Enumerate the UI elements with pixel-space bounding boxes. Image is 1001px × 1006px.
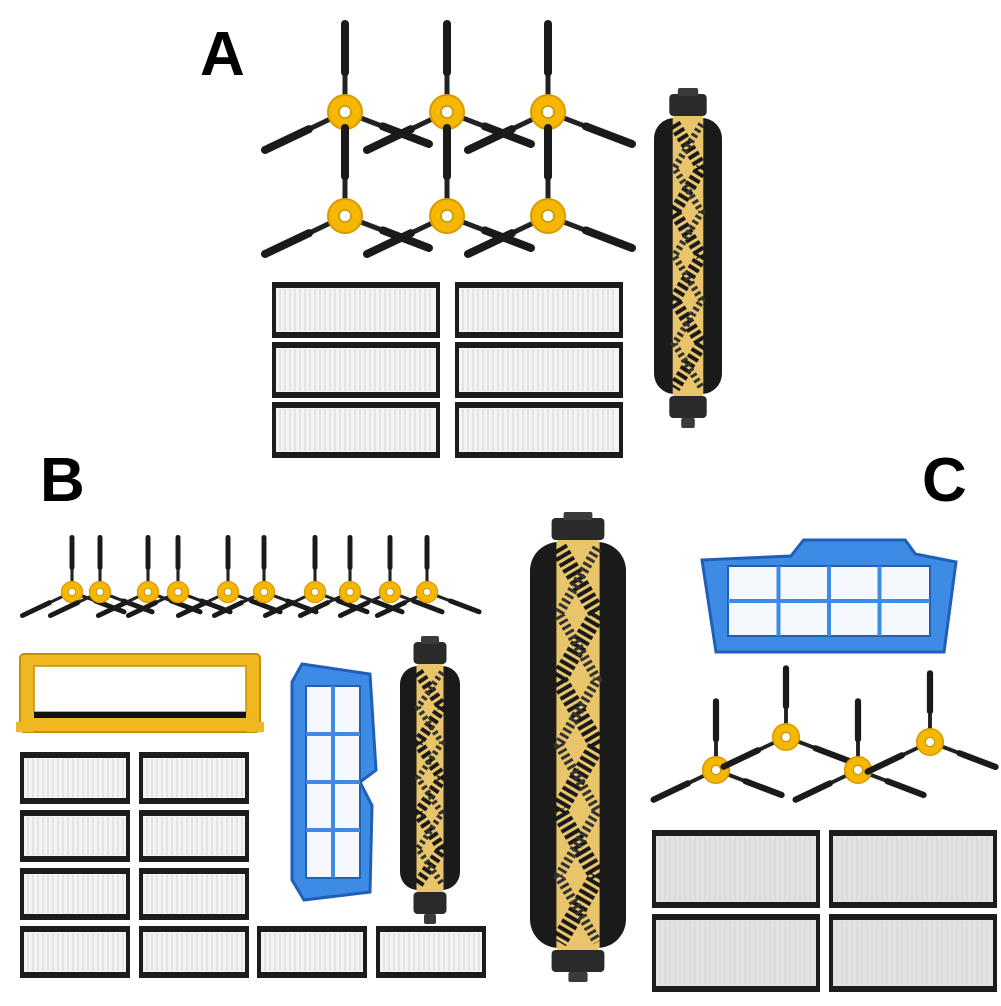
kit-a-side-brush [464, 124, 636, 258]
kit-c-hepa-filter [652, 914, 820, 992]
kit-b-side-brush [374, 534, 482, 619]
kit-c-hepa-filter [829, 830, 997, 908]
kit-b-hepa-filter [139, 752, 249, 804]
kit-c-label: C [922, 446, 967, 515]
kit-b-side-brush [297, 534, 405, 619]
kit-b-label: B [40, 446, 85, 515]
kit-b-hepa-filter [139, 926, 249, 978]
kit-b-hepa-filter [20, 926, 130, 978]
kit-a-hepa-filter [272, 342, 440, 398]
kit-c-blue-primary-filter [700, 538, 958, 654]
kit-a-hepa-filter [272, 402, 440, 458]
kit-a-hepa-filter [455, 282, 623, 338]
kit-c-hepa-filter [652, 830, 820, 908]
kit-a-side-brush [261, 124, 433, 258]
kit-b-side-brush [47, 534, 155, 619]
kit-a-main-brush [654, 88, 722, 428]
kit-b-hepa-filter [20, 868, 130, 920]
kit-b-blue-primary-filter [290, 662, 378, 902]
kit-b-hepa-filter [20, 752, 130, 804]
kit-a-hepa-filter [455, 402, 623, 458]
kit-b-hepa-filter [376, 926, 486, 978]
kit-c-main-brush [530, 512, 626, 982]
kit-c-hepa-filter [829, 914, 997, 992]
kit-c-side-brush [864, 670, 999, 775]
kit-a-hepa-filter [455, 342, 623, 398]
kit-b-side-brush [262, 534, 370, 619]
kit-b-hepa-filter [139, 868, 249, 920]
kit-c-side-brush [650, 698, 785, 803]
kit-c-side-brush [720, 665, 855, 770]
kit-b-side-brush [211, 534, 319, 619]
kit-b-hepa-filter [20, 810, 130, 862]
kit-b-brush-frame [16, 653, 264, 733]
kit-b-side-brush [337, 534, 445, 619]
kit-b-hepa-filter [139, 810, 249, 862]
kit-a-label: A [200, 20, 245, 89]
kit-a-side-brush [464, 20, 636, 154]
kit-b-main-brush [400, 636, 460, 924]
kit-b-side-brush [125, 534, 233, 619]
kit-a-hepa-filter [272, 282, 440, 338]
kit-c-side-brush [792, 698, 927, 803]
kit-b-hepa-filter [257, 926, 367, 978]
